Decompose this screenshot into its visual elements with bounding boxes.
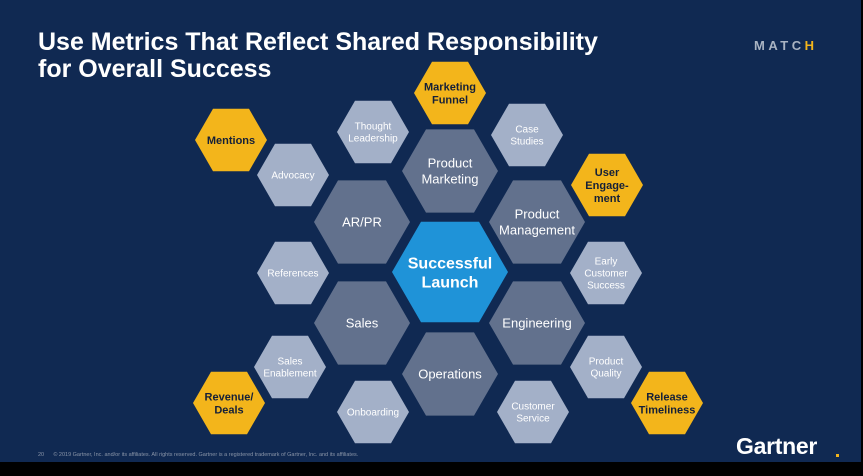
hex-revenue-deals: Revenue/Deals bbox=[193, 371, 265, 435]
hex-revenue-deals-label: Revenue/ bbox=[205, 392, 254, 404]
hex-early-customer-success-shape bbox=[570, 241, 642, 305]
hex-thought-leadership-label: Thought bbox=[355, 122, 392, 133]
hex-ar-pr-label: AR/PR bbox=[342, 215, 382, 230]
hex-marketing-funnel-label: Marketing bbox=[424, 82, 476, 94]
hex-thought-leadership-label: Leadership bbox=[348, 134, 398, 145]
logo-dot bbox=[836, 454, 839, 457]
hex-user-engagement-label: ment bbox=[594, 193, 621, 205]
hex-ar-pr-shape bbox=[314, 180, 410, 264]
hex-engineering-shape bbox=[489, 281, 585, 365]
hex-case-studies-label: Case bbox=[515, 125, 539, 136]
brand-wordmark: MATCH bbox=[754, 38, 817, 53]
hex-product-management-label: Management bbox=[499, 223, 575, 238]
hex-product-marketing-shape bbox=[402, 129, 498, 213]
hex-marketing-funnel-shape bbox=[414, 61, 486, 125]
gartner-logo: Gartner bbox=[736, 433, 817, 459]
brand-wordmark-accent: H bbox=[804, 38, 818, 53]
slide: Use Metrics That Reflect Shared Responsi… bbox=[0, 0, 861, 462]
hex-release-timeliness-label: Timeliness bbox=[639, 405, 696, 417]
hex-operations: Operations bbox=[402, 332, 498, 416]
hex-customer-service-label: Customer bbox=[511, 402, 555, 413]
hex-references-shape bbox=[257, 241, 329, 305]
slide-title: Use Metrics That Reflect Shared Responsi… bbox=[38, 28, 598, 83]
hex-revenue-deals-label: Deals bbox=[214, 405, 243, 417]
hex-thought-leadership-shape bbox=[337, 100, 409, 164]
slide-footer: 20 © 2019 Gartner, Inc. and/or its affil… bbox=[38, 452, 358, 458]
hex-advocacy: Advocacy bbox=[257, 143, 329, 207]
brand-wordmark-text: MATC bbox=[754, 38, 805, 53]
hex-sales-enablement-label: Sales bbox=[277, 357, 302, 368]
hex-early-customer-success-label: Success bbox=[587, 281, 625, 292]
hex-advocacy-label: Advocacy bbox=[271, 171, 314, 182]
hex-operations-shape bbox=[402, 332, 498, 416]
hex-sales-label: Sales bbox=[346, 316, 379, 331]
hex-onboarding-label: Onboarding bbox=[347, 408, 399, 419]
hex-references: References bbox=[257, 241, 329, 305]
hex-successful-launch-label: Launch bbox=[422, 274, 479, 291]
hex-engineering: Engineering bbox=[489, 281, 585, 365]
hex-revenue-deals-shape bbox=[193, 371, 265, 435]
hex-sales-enablement-label: Enablement bbox=[263, 369, 317, 380]
hex-references-label: References bbox=[267, 269, 318, 280]
hex-mentions-label: Mentions bbox=[207, 135, 255, 147]
hex-case-studies-label: Studies bbox=[510, 137, 543, 148]
hex-successful-launch-label: Successful bbox=[408, 255, 492, 272]
hex-successful-launch-shape bbox=[392, 221, 508, 323]
hex-onboarding-shape bbox=[337, 380, 409, 444]
hex-mentions: Mentions bbox=[195, 108, 267, 172]
hex-product-management-label: Product bbox=[515, 207, 560, 222]
hex-sales-enablement-shape bbox=[254, 335, 326, 399]
letterbox-strip bbox=[0, 462, 863, 476]
page-number: 20 bbox=[38, 452, 45, 458]
hex-product-marketing-label: Product bbox=[428, 156, 473, 171]
hex-customer-service-shape bbox=[497, 380, 569, 444]
hex-customer-service-label: Service bbox=[516, 414, 550, 425]
hex-onboarding: Onboarding bbox=[337, 380, 409, 444]
hex-mentions-shape bbox=[195, 108, 267, 172]
hex-product-quality-shape bbox=[570, 335, 642, 399]
hex-product-quality-label: Product bbox=[589, 357, 624, 368]
hex-product-management-shape bbox=[489, 180, 585, 264]
hex-advocacy-shape bbox=[257, 143, 329, 207]
hex-marketing-funnel-label: Funnel bbox=[432, 95, 468, 107]
hex-release-timeliness-label: Release bbox=[646, 392, 688, 404]
hex-sales-shape bbox=[314, 281, 410, 365]
hex-product-marketing-label: Marketing bbox=[421, 172, 478, 187]
hex-product-quality-label: Quality bbox=[590, 369, 621, 380]
hex-sales: Sales bbox=[314, 281, 410, 365]
hex-user-engagement-label: Engage- bbox=[585, 180, 629, 192]
hex-user-engagement-label: User bbox=[595, 167, 620, 179]
hex-engineering-label: Engineering bbox=[502, 316, 571, 331]
hex-release-timeliness-shape bbox=[631, 371, 703, 435]
hex-ar-pr: AR/PR bbox=[314, 180, 410, 264]
hex-early-customer-success-label: Early bbox=[595, 257, 618, 268]
hex-case-studies-shape bbox=[491, 103, 563, 167]
hex-early-customer-success-label: Customer bbox=[584, 269, 628, 280]
hex-operations-label: Operations bbox=[418, 367, 482, 382]
copyright-text: © 2019 Gartner, Inc. and/or its affiliat… bbox=[53, 452, 359, 458]
hex-user-engagement-shape bbox=[571, 153, 643, 217]
